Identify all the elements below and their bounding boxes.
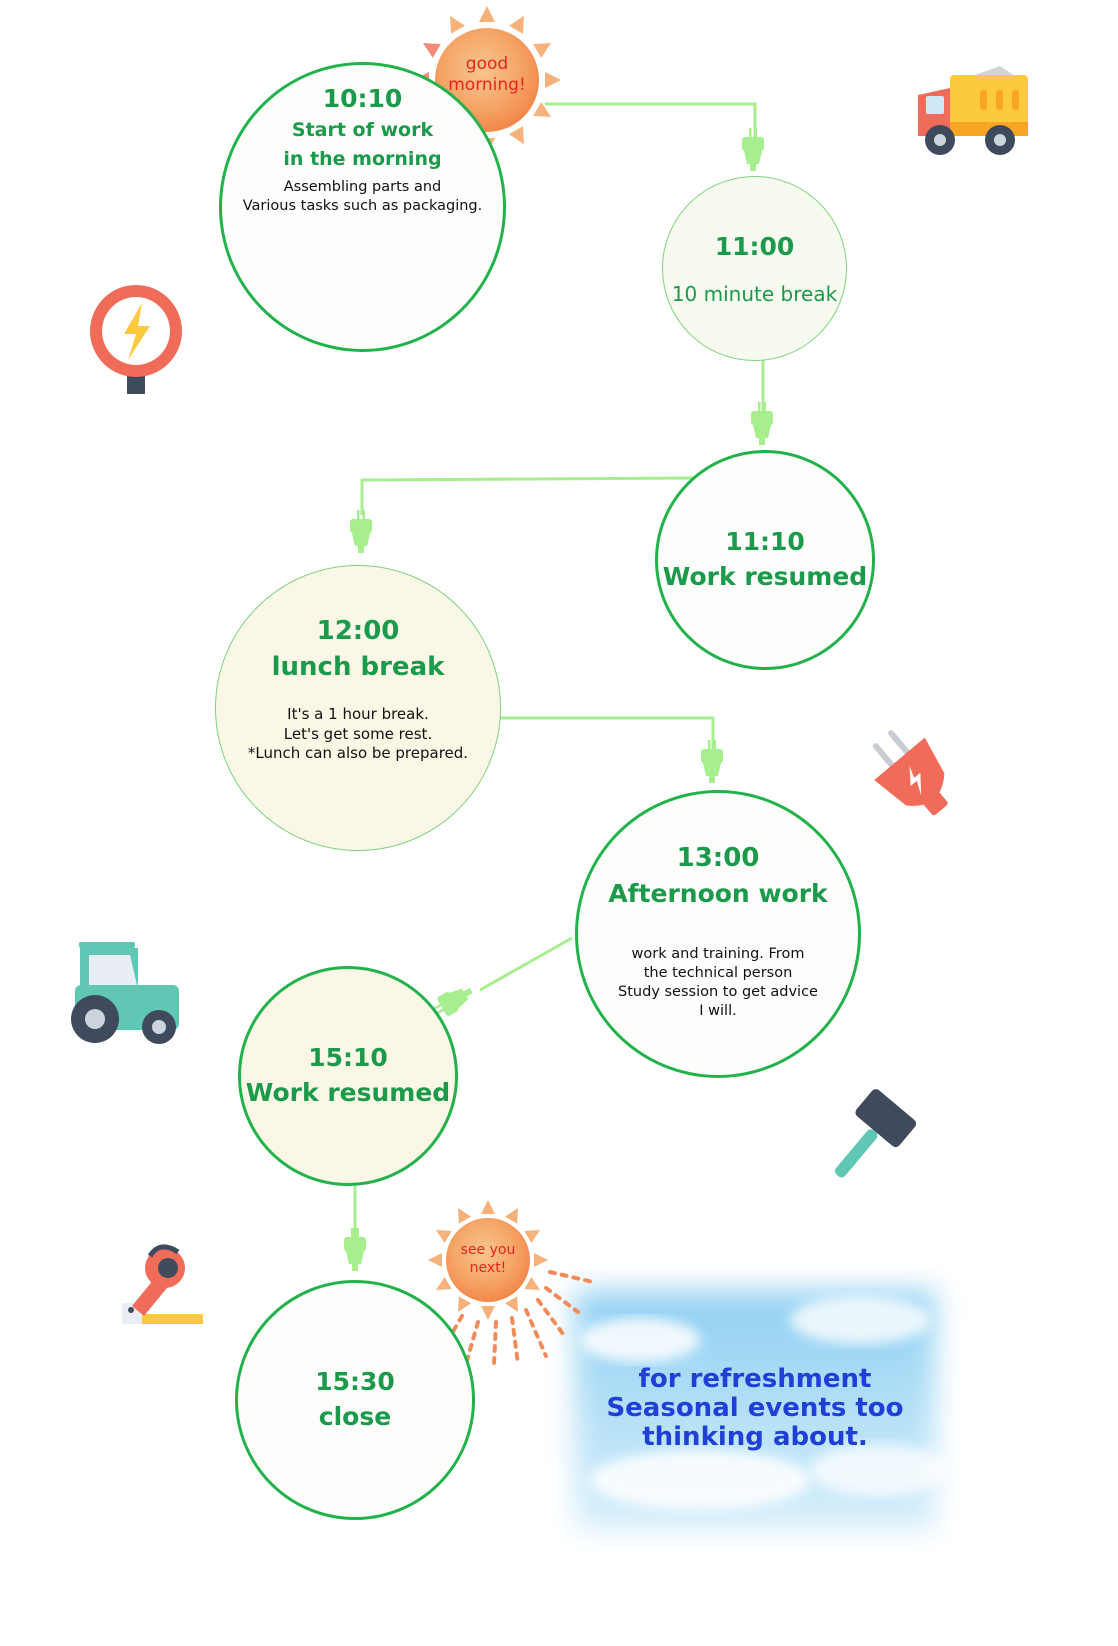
tractor-icon: [71, 942, 179, 1044]
schedule-item-1100: 11:00 10 minute break: [662, 176, 847, 361]
schedule-item-1510: 15:10 Work resumed: [238, 966, 458, 1186]
schedule-time: 10:10: [322, 84, 403, 113]
schedule-title: 10 minute break: [671, 281, 838, 306]
sun-greeting-evening: see you next!: [460, 1242, 516, 1276]
schedule-time: 15:10: [308, 1043, 388, 1073]
schedule-item-1200: 12:00 lunch break It's a 1 hour break. L…: [215, 565, 501, 851]
schedule-title: Work resumed: [662, 561, 868, 591]
schedule-title: Work resumed: [245, 1077, 451, 1107]
schedule-title: close: [318, 1401, 392, 1431]
schedule-time: 15:30: [315, 1367, 395, 1397]
schedule-title: lunch break: [271, 652, 445, 683]
schedule-item-1530: 15:30 close: [235, 1280, 475, 1520]
schedule-item-1110: 11:10 Work resumed: [655, 450, 875, 670]
hammer-icon: [835, 1089, 917, 1178]
electric-plug-icon: [872, 730, 948, 816]
sky-panel: [575, 1290, 950, 1530]
chainsaw-icon: [122, 1244, 203, 1324]
schedule-title: Afternoon work: [608, 879, 828, 909]
schedule-description: work and training. From the technical pe…: [618, 946, 818, 1019]
schedule-item-1010: 10:10 Start of work in the morning Assem…: [219, 62, 506, 352]
schedule-time: 13:00: [676, 843, 760, 873]
sky-message: for refreshment Seasonal events too thin…: [606, 1364, 904, 1453]
schedule-time: 11:00: [714, 232, 795, 262]
schedule-description: Assembling parts and Various tasks such …: [242, 179, 483, 215]
sun-greeting-morning: good morning!: [448, 54, 526, 96]
schedule-title: Start of work in the morning: [283, 118, 442, 170]
lightning-sign-icon: [90, 285, 182, 394]
schedule-time: 12:00: [316, 616, 400, 646]
schedule-time: 11:10: [725, 527, 805, 557]
schedule-item-1300: 13:00 Afternoon work work and training. …: [575, 790, 861, 1078]
schedule-description: It's a 1 hour break. Let's get some rest…: [247, 705, 469, 763]
dump-truck-icon: [918, 66, 1028, 155]
